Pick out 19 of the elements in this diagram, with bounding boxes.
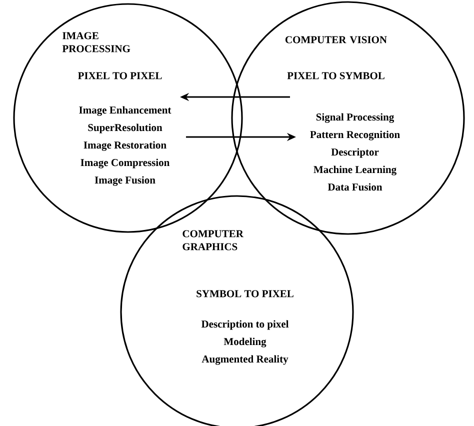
list-item: Machine Learning [314, 166, 396, 176]
list-item: Image Fusion [94, 176, 156, 186]
subheading: SYMBOL TO PIXEL [196, 290, 294, 298]
subheading: PIXEL TO SYMBOL [287, 72, 384, 80]
list-item: Modeling [224, 338, 266, 348]
list-item: Data Fusion [328, 183, 382, 191]
list-item: Description to pixel [201, 320, 289, 330]
list-item: Image Compression [80, 158, 170, 168]
list-item: Augmented Reality [202, 355, 288, 365]
subheading: PIXEL TO PIXEL [78, 72, 162, 80]
list-item: Image Restoration [84, 141, 166, 151]
list-item: Signal Processing [316, 113, 394, 123]
heading: IMAGE PROCESSING [62, 32, 130, 52]
heading: COMPUTER GRAPHICS [182, 230, 244, 250]
list-item: Pattern Recognition [310, 130, 400, 140]
list-item: Descriptor [331, 148, 379, 158]
list-item: Image Enhancement [79, 106, 172, 116]
list-item: SuperResolution [88, 124, 162, 134]
heading: COMPUTER VISION [285, 36, 387, 44]
